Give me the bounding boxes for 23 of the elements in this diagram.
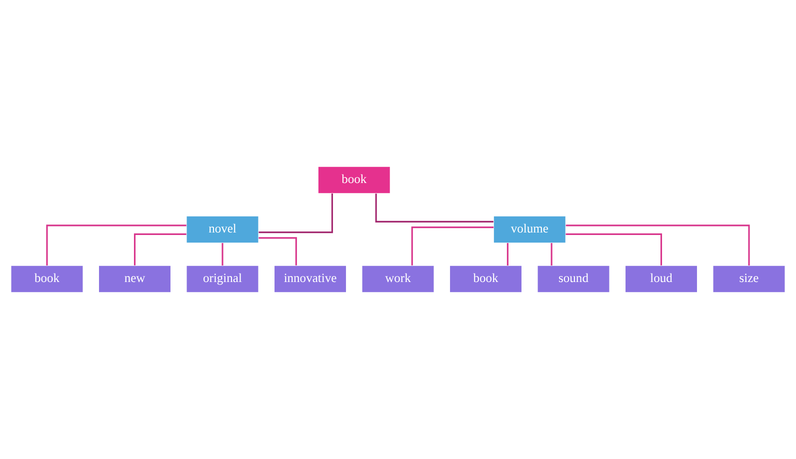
- connector: [258, 193, 333, 234]
- connector: [550, 243, 552, 266]
- node-box: book: [10, 265, 84, 293]
- node-box: work: [362, 265, 434, 293]
- connector: [258, 237, 297, 266]
- node-box: volume: [493, 216, 566, 244]
- node-box: novel: [186, 216, 259, 244]
- connector: [46, 224, 186, 266]
- connector: [222, 243, 224, 266]
- connector: [375, 194, 494, 222]
- node-box: loud: [624, 265, 698, 293]
- node-box: size: [712, 265, 786, 293]
- node-box: sound: [537, 265, 610, 293]
- node-box: original: [186, 265, 259, 293]
- node-box: new: [98, 265, 172, 293]
- node-box: book: [449, 265, 522, 293]
- node-box: book: [318, 166, 390, 194]
- connector: [506, 243, 508, 266]
- connector: [566, 224, 750, 266]
- connector: [411, 226, 494, 266]
- connector: [566, 233, 662, 266]
- node-box: innovative: [274, 265, 347, 293]
- connector: [134, 233, 186, 266]
